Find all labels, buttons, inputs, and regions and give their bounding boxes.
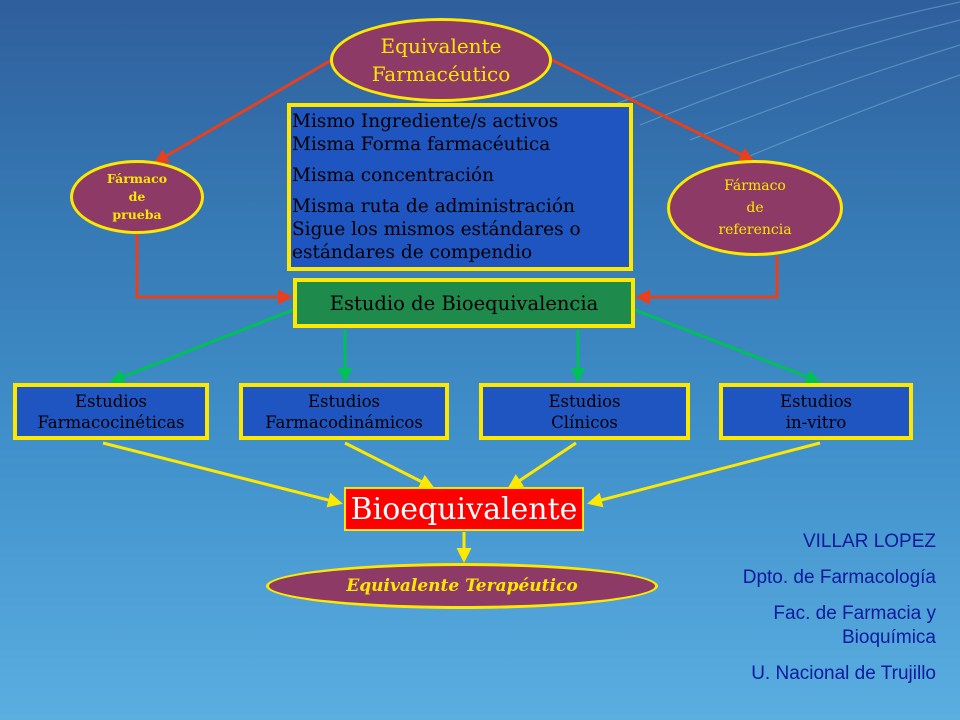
therapeutic-equivalent-node: Equivalente Terapéutico (266, 563, 658, 609)
criterion-standards-line1: Sigue los mismos estándares o (292, 219, 581, 240)
test-drug-line2: de (128, 189, 146, 204)
test-drug-line1: Fármaco (106, 171, 168, 186)
reference-drug-line3: referencia (718, 222, 792, 238)
study-pharmacodynamic-line2: Farmacodinámicos (265, 412, 423, 432)
arrow-pk-to-result (102, 441, 343, 508)
arrow-clinical-to-result (507, 441, 577, 489)
criterion-active-ingredient: Mismo Ingrediente/s activos (292, 111, 559, 132)
arrow-reference-to-study (635, 256, 779, 305)
study-pharmacodynamic-line1: Estudios (307, 391, 380, 411)
author-department: Dpto. de Farmacología (742, 567, 936, 588)
criterion-standards-line2: estándares de compendio (292, 242, 533, 263)
author-block: VILLAR LOPEZ Dpto. de Farmacología Fac. … (616, 530, 936, 698)
study-in-vitro-line1: Estudios (779, 391, 852, 411)
test-drug-line3: prueba (112, 207, 162, 222)
study-pharmacodynamic: Estudios Farmacodinámicos (239, 383, 449, 440)
study-clinical-line1: Estudios (548, 391, 621, 411)
study-clinical: Estudios Clínicos (479, 383, 690, 440)
reference-drug-node: Fármaco de referencia (667, 160, 843, 256)
bioequivalence-study-label: Estudio de Bioequivalencia (329, 291, 599, 315)
criterion-dosage-form: Misma Forma farmacéutica (292, 134, 551, 155)
study-pharmacokinetic-line1: Estudios (74, 391, 147, 411)
arrow-test-to-study (135, 234, 293, 305)
bioequivalence-study-node: Estudio de Bioequivalencia (293, 278, 635, 328)
author-faculty-line1: Fac. de Farmacia y (773, 603, 936, 624)
reference-drug-line2: de (746, 200, 764, 216)
criterion-concentration: Misma concentración (292, 165, 495, 186)
study-in-vitro: Estudios in-vitro (719, 383, 913, 440)
bioequivalent-result-label: Bioequivalente (350, 491, 578, 527)
test-drug-node: Fármaco de prueba (70, 160, 204, 234)
study-pharmacokinetic-line2: Farmacocinéticas (37, 412, 185, 432)
study-in-vitro-line2: in-vitro (785, 412, 847, 432)
arrow-pd-to-result (344, 441, 435, 489)
study-pharmacokinetic: Estudios Farmacocinéticas (13, 383, 209, 440)
bioequivalent-result-node: Bioequivalente (344, 487, 584, 531)
arrow-study-to-pk (109, 306, 299, 384)
equivalence-criteria-box: Mismo Ingrediente/s activos Misma Forma … (287, 103, 633, 271)
pharmaceutical-equivalent-line2: Farmacéutico (371, 62, 511, 86)
therapeutic-equivalent-label: Equivalente Terapéutico (346, 576, 578, 596)
pharmaceutical-equivalent-line1: Equivalente (380, 34, 502, 58)
author-faculty-line2: Bioquímica (842, 627, 936, 648)
author-university: U. Nacional de Trujillo (751, 663, 936, 684)
arrow-invitro-to-result (587, 441, 821, 508)
criterion-route: Misma ruta de administración (292, 196, 575, 217)
reference-drug-line1: Fármaco (724, 178, 786, 194)
study-clinical-line2: Clínicos (551, 412, 618, 432)
arrow-study-to-invitro (629, 306, 821, 384)
pharmaceutical-equivalent-node: Equivalente Farmacéutico (330, 18, 552, 102)
author-name: VILLAR LOPEZ (802, 531, 936, 552)
